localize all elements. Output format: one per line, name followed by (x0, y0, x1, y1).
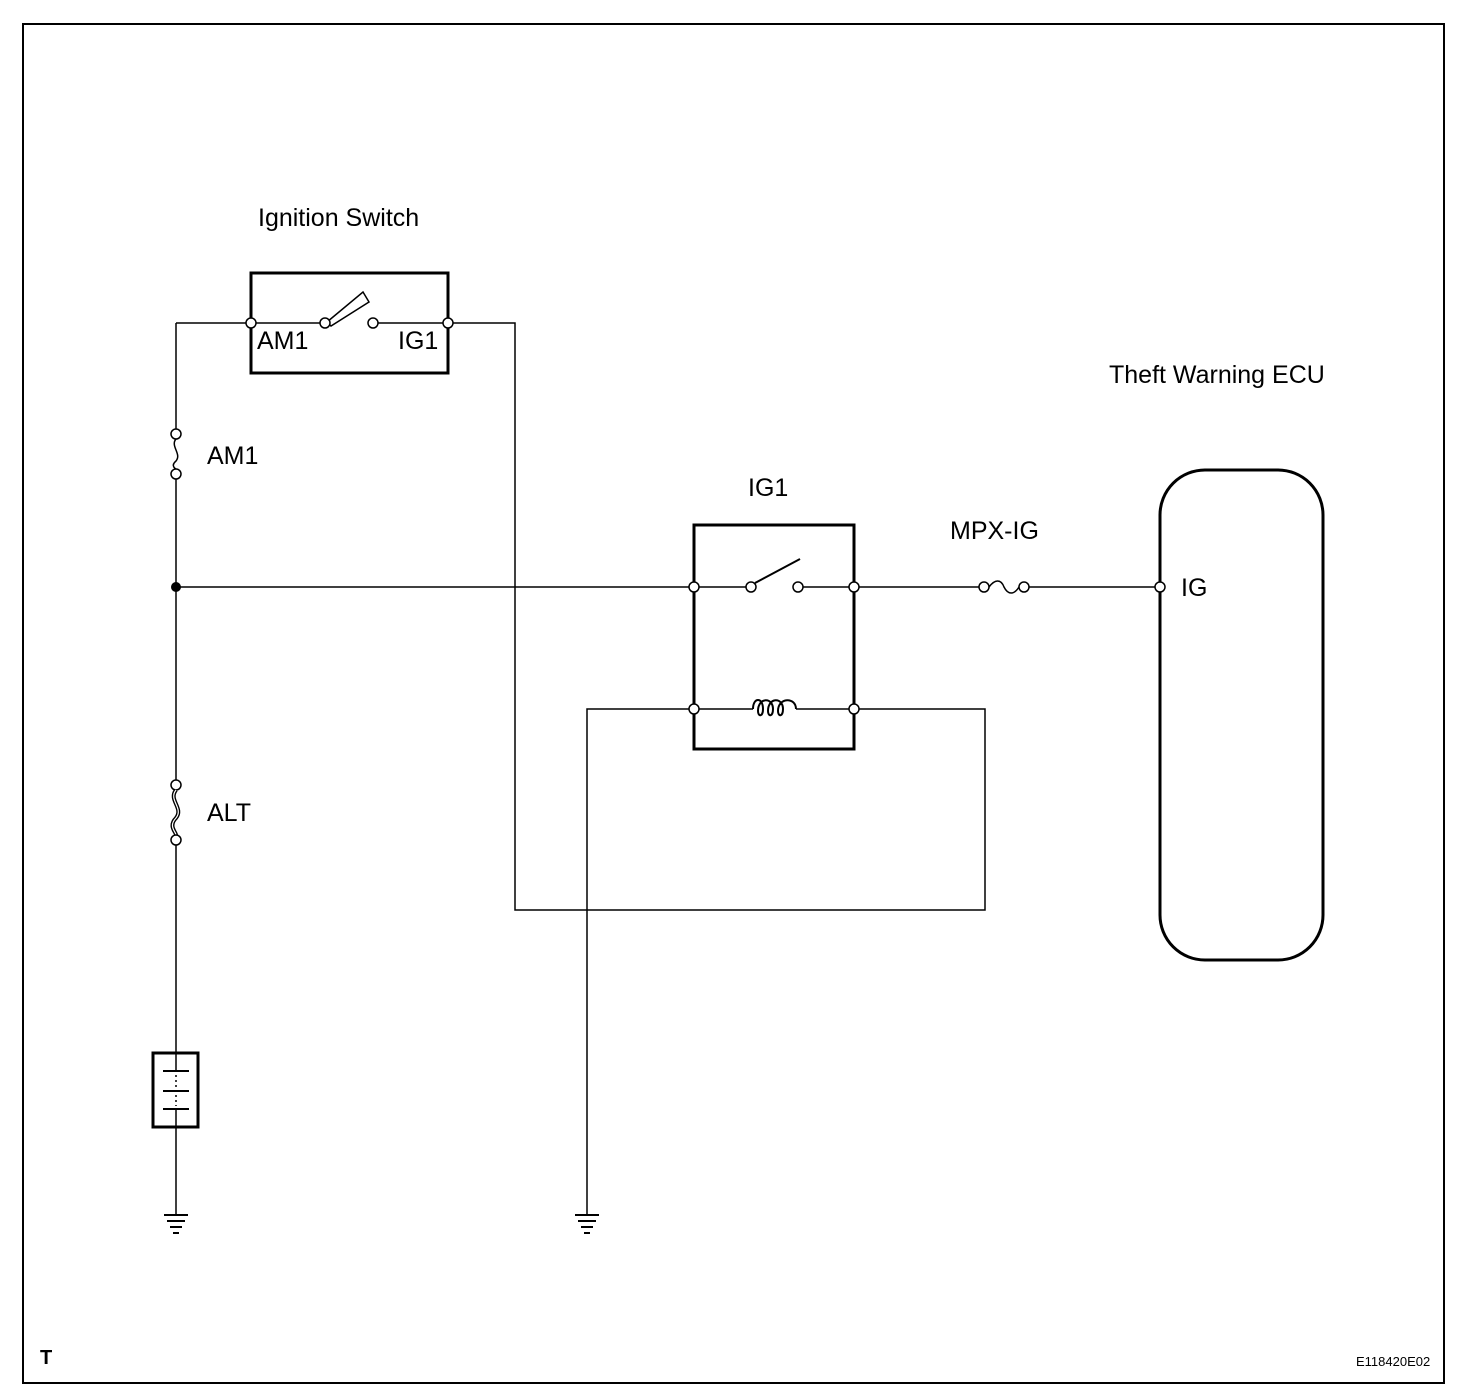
corner-mark: T (40, 1347, 52, 1369)
ignition-am1-label: AM1 (257, 327, 308, 355)
ignition-switch-title: Ignition Switch (258, 204, 419, 232)
mpx-ig-fuse-icon (988, 580, 1020, 594)
ig1-relay-box (692, 523, 856, 751)
alt-bottom-dot (170, 834, 182, 846)
relay-coil-in-dot (688, 703, 700, 715)
alt-top-dot (170, 779, 182, 791)
relay-contact-out-dot (848, 581, 860, 593)
mpx-ig-fuse-right-dot (1018, 581, 1030, 593)
mpx-ig-fuse-left-dot (978, 581, 990, 593)
ecu-ig-terminal-dot (1154, 581, 1166, 593)
am1-fuse-icon (172, 438, 179, 470)
mpx-ig-label: MPX-IG (950, 517, 1039, 545)
ground-left-icon (164, 1214, 188, 1234)
ground-right-icon (575, 1214, 599, 1234)
am1-fuse-bottom-dot (170, 468, 182, 480)
ignition-ig1-label: IG1 (398, 327, 438, 355)
relay-coil-icon (752, 699, 797, 717)
ignition-switch-pivot-dot (319, 317, 331, 329)
relay-switch-contact-dot (792, 581, 804, 593)
alt-fuse-label: ALT (207, 799, 251, 827)
mpx-ig-fuse (978, 580, 1030, 594)
figure-code: E118420E02 (1356, 1354, 1430, 1369)
wire-ig1-to-relay-coil (448, 322, 986, 911)
wire-coil-ground (586, 708, 694, 1215)
ignition-switch-contact-dot (367, 317, 379, 329)
ecu-box (1158, 468, 1325, 962)
ignition-am1-terminal-dot (245, 317, 257, 329)
ecu-title: Theft Warning ECU (1109, 361, 1325, 389)
ignition-switch (245, 271, 454, 375)
alt-fusible-link-inner (171, 789, 179, 836)
relay-coil-out-dot (848, 703, 860, 715)
am1-fuse-label: AM1 (207, 442, 258, 470)
am1-fuse (170, 428, 182, 480)
relay-ig1-label: IG1 (748, 474, 788, 502)
junction-dot (171, 582, 181, 592)
battery (151, 1051, 200, 1129)
ecu-ig-label: IG (1181, 574, 1207, 602)
diagram-frame (22, 23, 1445, 1384)
am1-fuse-top-dot (170, 428, 182, 440)
relay-contact-in-dot (688, 581, 700, 593)
wires (175, 322, 1160, 1215)
theft-warning-ecu (1154, 468, 1325, 962)
relay-switch-blade-icon (754, 558, 801, 584)
ig1-relay (688, 523, 860, 751)
alt-fusible-link (170, 779, 182, 846)
relay-switch-pivot-dot (745, 581, 757, 593)
ignition-ig1-terminal-dot (442, 317, 454, 329)
